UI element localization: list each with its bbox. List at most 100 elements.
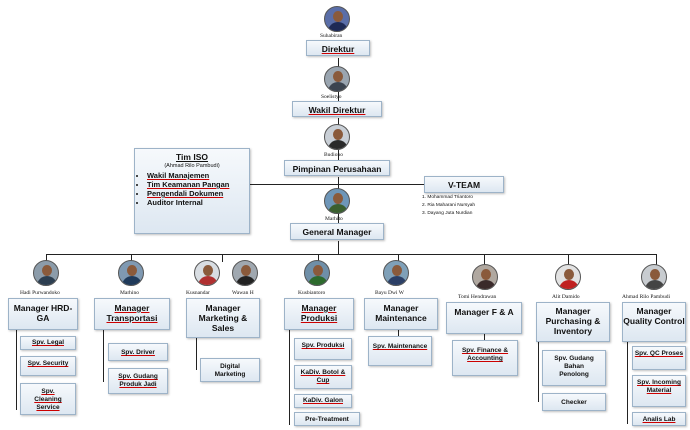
v-team-title: V-TEAM [447, 180, 481, 190]
sub-box: KaDiv. Galon [294, 394, 352, 408]
tim-iso-item: Wakil Manajemen [147, 171, 210, 180]
sub-title: Pre-Treatment [305, 416, 349, 423]
sub-title: Spv. QC Proses [634, 350, 684, 357]
manager-name: Wawan H [232, 290, 254, 296]
avatar-hrd [33, 260, 59, 286]
manager-transport-box: Manager Transportasi [94, 298, 170, 330]
sub-box: Spv. Finance & Accounting [452, 340, 518, 376]
sub-title: Spv. Finance & Accounting [461, 347, 509, 362]
sub-line-maintenance [398, 330, 399, 336]
manager-title: Manager HRD-GA [13, 303, 73, 323]
sub-line-transport [103, 330, 104, 382]
manager-title: Manager Quality Control [623, 306, 685, 326]
sub-box: Spv. Legal [20, 336, 76, 350]
v-team-members: 1. Mohammad Triantoro 2. Ria Maharani Nu… [422, 194, 475, 218]
sub-box: Pre-Treatment [294, 412, 360, 426]
sub-title: Spv. Legal [31, 339, 65, 346]
sub-box: Spv. Gudang Bahan Penolong [542, 350, 606, 386]
avatar-marketing-1 [194, 260, 220, 286]
wakil-title: Wakil Direktur [308, 105, 366, 115]
manager-name: Kusnandar [186, 290, 210, 296]
sub-box: Checker [542, 393, 606, 411]
manager-fa-box: Manager F & A [446, 302, 522, 334]
line-manager-bus [46, 254, 656, 255]
pimpinan-box: Pimpinan Perusahaan [284, 160, 390, 176]
avatar-fa [472, 264, 498, 290]
manager-name: Bayu Dwi W [375, 290, 404, 296]
manager-maintenance-box: Manager Maintenance [364, 298, 438, 330]
sub-title: Checker [561, 399, 587, 406]
avatar-wakil [324, 66, 350, 92]
manager-produksi-box: Manager Produksi [284, 298, 354, 330]
sub-title: KaDiv. Botol & Cup [300, 369, 346, 384]
drop-qc [656, 254, 657, 266]
sub-title: Spv. Produksi [301, 342, 345, 349]
manager-name: Marhino [120, 290, 139, 296]
sub-title: Spv. Gudang Bahan Penolong [554, 355, 594, 378]
manager-name: Tomi Hendrawan [458, 294, 497, 300]
sub-box: Spv. Driver [108, 343, 168, 361]
sub-box: Spv. Produksi [294, 338, 352, 360]
line-gm-branch [338, 241, 339, 255]
tim-iso-title: Tim ISO [176, 152, 208, 162]
tim-iso-item: Tim Keamanan Pangan [147, 180, 230, 189]
v-team-member: 2. Ria Maharani Nursyah [422, 203, 476, 208]
v-team-box: V-TEAM [424, 176, 504, 193]
manager-marketing-box: Manager Marketing & Sales [186, 298, 260, 338]
avatar-marketing-2 [232, 260, 258, 286]
sub-title: Spv. Incoming Material [637, 379, 681, 394]
wakil-box: Wakil Direktur [292, 101, 382, 117]
tim-iso-box: Tim ISO (Ahmad Rilo Pambudi) Wakil Manaj… [134, 148, 250, 234]
sub-box: Spv. Security [20, 356, 76, 376]
avatar-transport [118, 260, 144, 286]
sub-title: Analis Lab [642, 416, 676, 423]
manager-name: Hadi Purwandoko [20, 290, 60, 296]
drop-purchasing [568, 254, 569, 266]
manager-title: Manager Maintenance [375, 303, 427, 323]
gm-box: General Manager [290, 223, 384, 240]
direktur-title: Direktur [321, 44, 355, 54]
avatar-gm [324, 188, 350, 214]
sub-title: Spv. Cleaning Service [34, 388, 62, 411]
v-team-member: 3. Dayang Juta Nurdian [422, 211, 473, 216]
manager-title: Manager Transportasi [106, 303, 158, 323]
sub-box: Spv. Incoming Material [632, 375, 686, 407]
avatar-qc [641, 264, 667, 290]
sub-box: Spv. Maintenance [368, 336, 432, 366]
tim-iso-item: Pengendali Dokumen [147, 189, 224, 198]
manager-title: Manager Purchasing & Inventory [545, 306, 601, 336]
avatar-purchasing [555, 264, 581, 290]
sub-box: Spv. Cleaning Service [20, 383, 76, 415]
tim-iso-subtitle: (Ahmad Rilo Pambudi) [164, 163, 220, 169]
manager-title: Manager F & A [454, 307, 514, 317]
sub-title: Digital Marketing [214, 363, 246, 378]
sub-line-produksi [289, 330, 290, 425]
avatar-pimpinan [324, 124, 350, 150]
manager-name: Kusbiantoro [298, 290, 326, 296]
sub-line-qc [627, 334, 628, 424]
avatar-produksi [304, 260, 330, 286]
pimpinan-name: Budiono [324, 152, 343, 158]
sub-box: Spv. QC Proses [632, 346, 686, 370]
avatar-direktur [324, 6, 350, 32]
sub-box: Analis Lab [632, 412, 686, 426]
sub-title: Spv. Maintenance [372, 343, 428, 350]
v-team-member: 1. Mohammad Triantoro [422, 195, 473, 200]
sub-line-hrd [16, 330, 17, 410]
tim-iso-item: Auditor Internal [147, 198, 203, 207]
sub-box: KaDiv. Botol & Cup [294, 365, 352, 389]
avatar-maintenance [383, 260, 409, 286]
sub-line-fa [484, 334, 485, 340]
sub-title: Spv. Security [27, 360, 69, 367]
pimpinan-title: Pimpinan Perusahaan [292, 164, 382, 174]
direktur-name: Suhabiran [320, 33, 343, 39]
drop-marketing [222, 254, 223, 262]
line-iso-vteam [249, 184, 425, 185]
manager-qc-box: Manager Quality Control [622, 302, 686, 342]
sub-line-marketing [196, 330, 197, 370]
tim-iso-list: Wakil Manajemen Tim Keamanan Pangan Peng… [135, 171, 249, 207]
manager-name: Alit Damido [552, 294, 580, 300]
manager-hrd-box: Manager HRD-GA [8, 298, 78, 330]
manager-name: Ahmad Rilo Pambudi [622, 294, 670, 300]
manager-title: Manager Produksi [300, 303, 338, 323]
